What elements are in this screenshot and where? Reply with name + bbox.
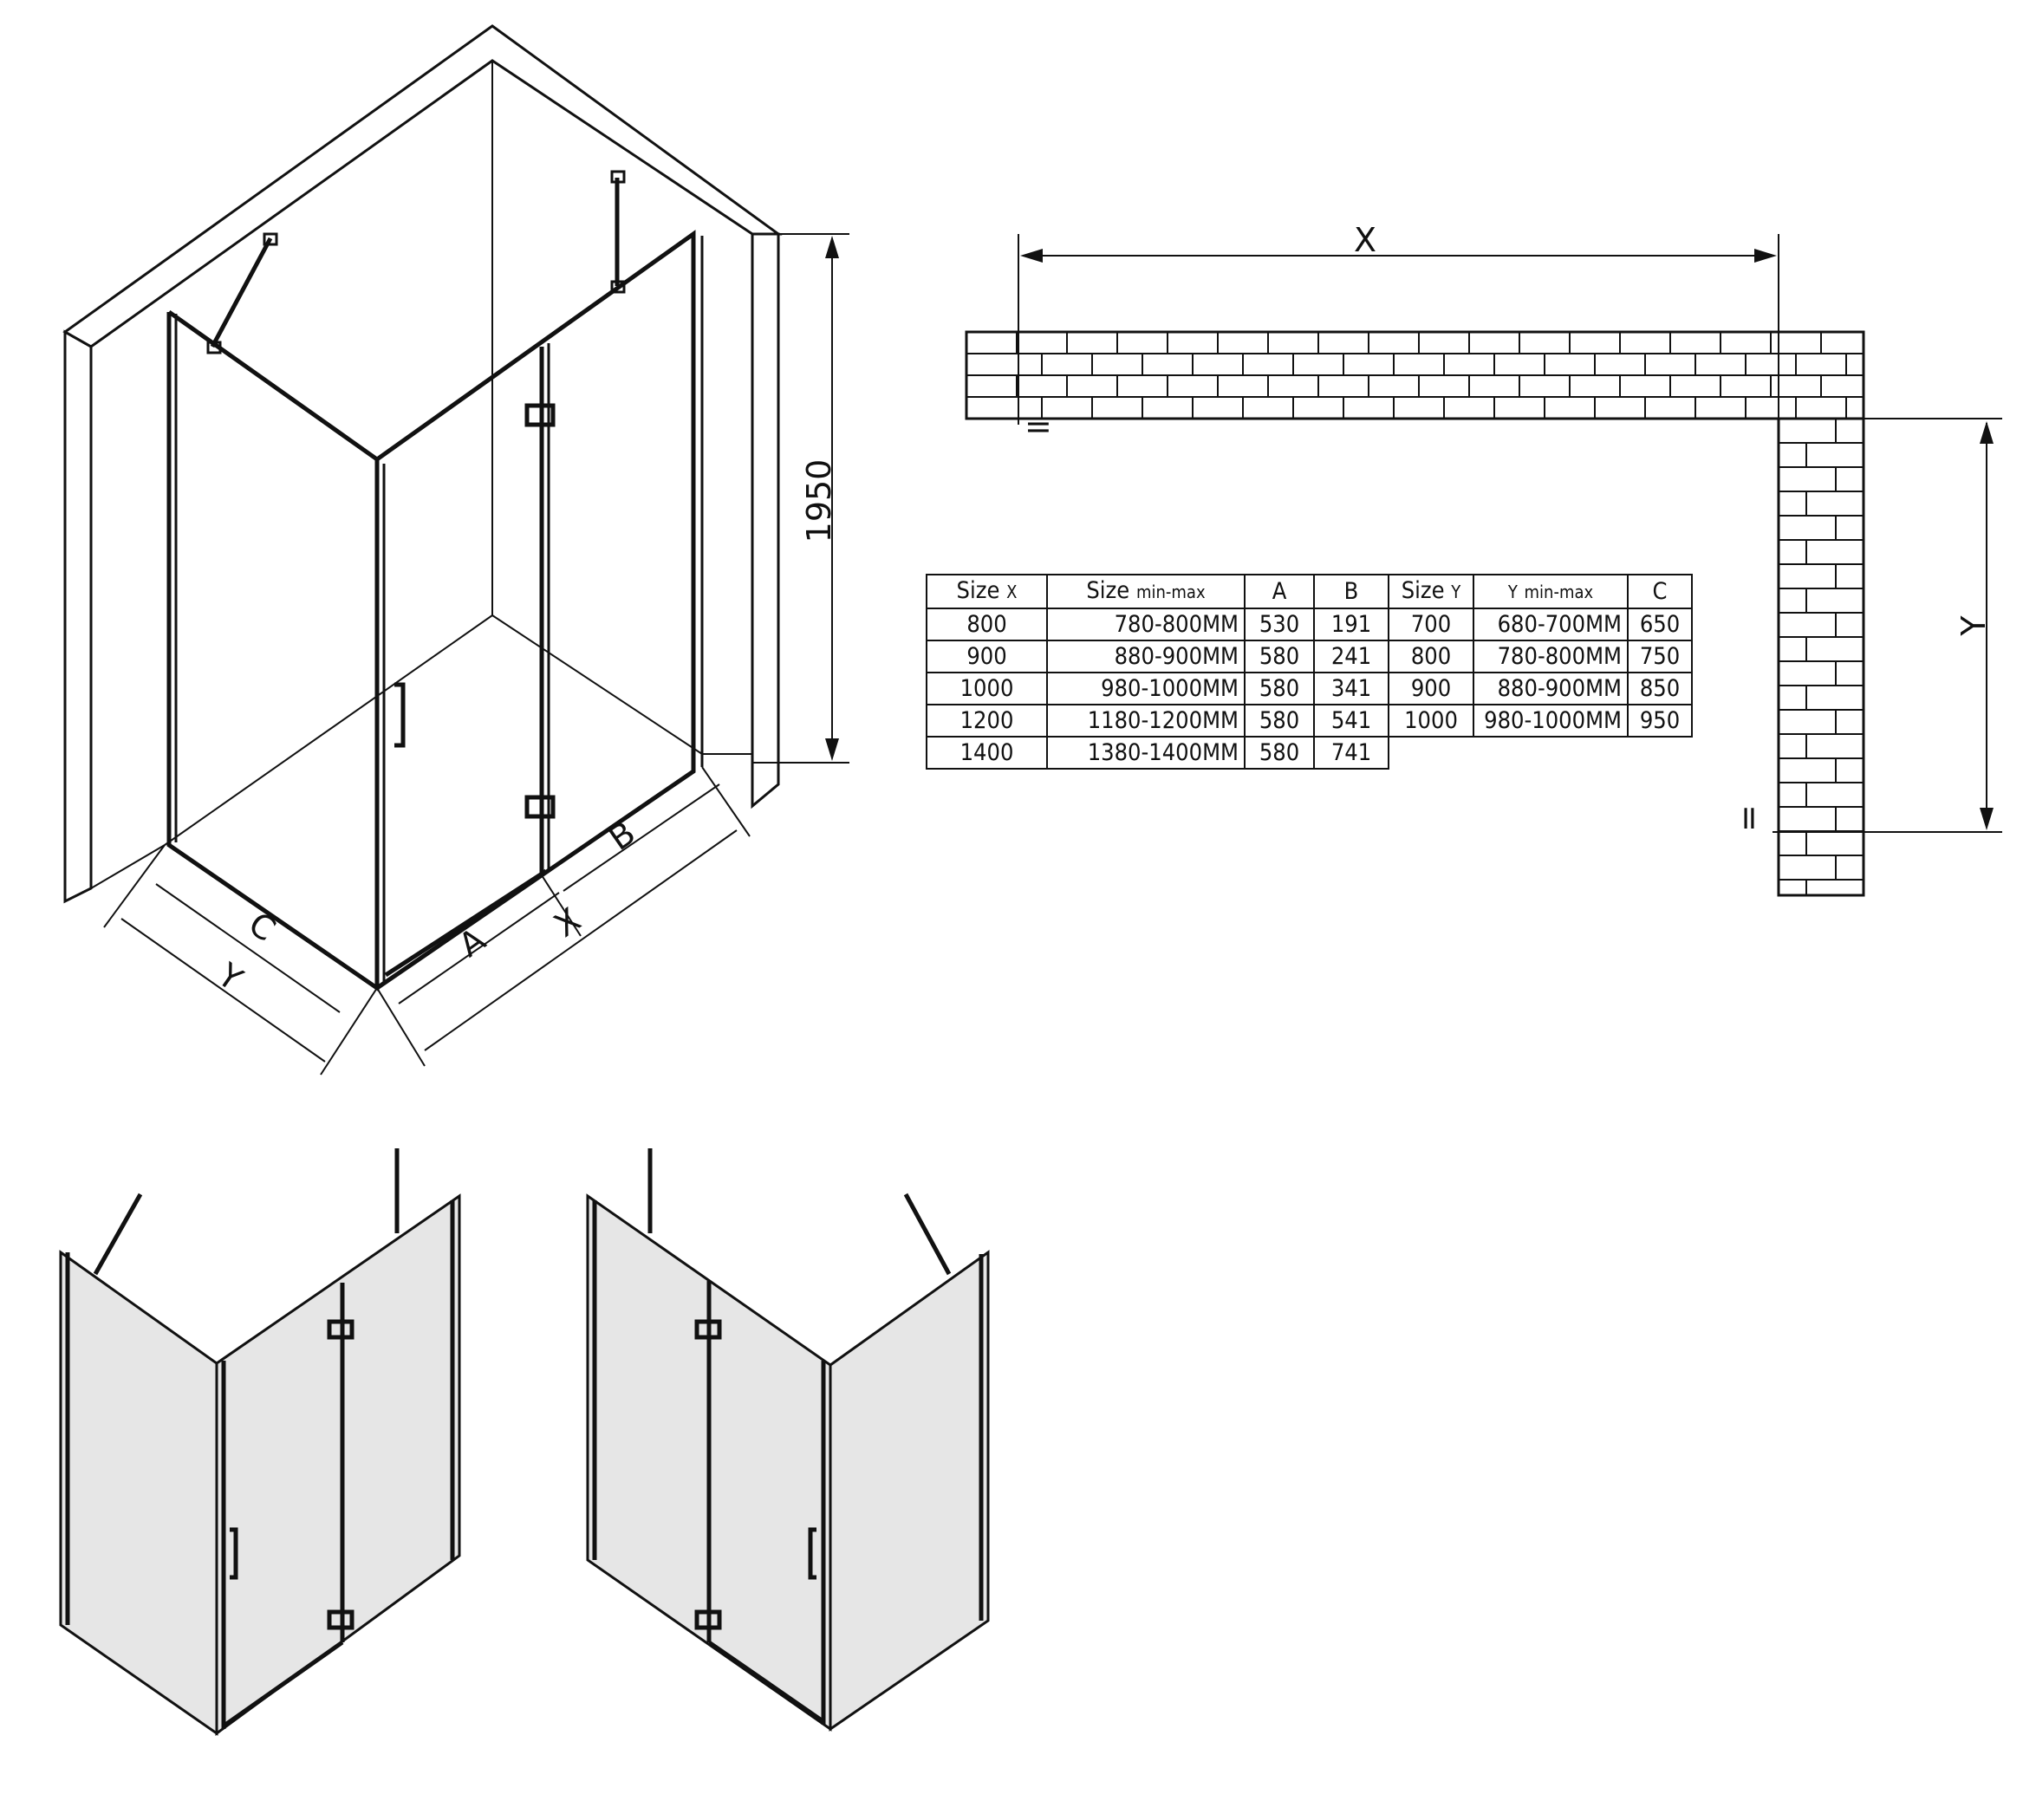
- table-cell: 580: [1244, 672, 1315, 705]
- table-cell: 580: [1244, 704, 1315, 738]
- table-cell: 980-1000MM: [1046, 672, 1246, 705]
- plan-view: X = Y =: [965, 221, 2002, 897]
- table-cell: 580: [1244, 736, 1315, 770]
- table-cell: 1000: [926, 672, 1048, 705]
- dim-line-c: [155, 883, 341, 1013]
- table-cell: 541: [1313, 704, 1389, 738]
- size-table: Size X Size min-max A B Size Y Y min-max…: [926, 574, 1693, 770]
- table-cell: 580: [1244, 640, 1315, 673]
- table-cell: 680-700MM: [1473, 608, 1629, 641]
- table-cell: 341: [1313, 672, 1389, 705]
- side-panel: [166, 309, 380, 992]
- table-cell: 1400: [926, 736, 1048, 770]
- plan-dim-label-y: Y: [1955, 615, 1993, 637]
- left-view-handle: [230, 1527, 238, 1580]
- table-cell: 950: [1627, 704, 1693, 738]
- height-label: 1950: [800, 459, 838, 543]
- isometric-view: 1950 Y C X A B: [62, 24, 849, 1076]
- hinge-top: [524, 403, 556, 427]
- plan-dim-label-x: X: [1354, 221, 1376, 259]
- svg-text:=: =: [1025, 407, 1052, 445]
- table-cell: 900: [1388, 672, 1474, 705]
- left-view-stabilizer: [93, 1193, 143, 1276]
- right-wall: [751, 232, 780, 809]
- dim-line-a: [398, 892, 560, 1004]
- dim-label-y: Y: [211, 955, 250, 998]
- table-cell: 800: [1388, 640, 1474, 673]
- right-view-handle: [808, 1527, 816, 1580]
- floor-outline: [164, 614, 703, 846]
- dim-line-b: [563, 783, 720, 892]
- front-panel: [375, 230, 696, 991]
- hinge-bottom: [524, 795, 556, 819]
- svg-text:=: =: [1729, 804, 1767, 832]
- table-cell: 1380-1400MM: [1046, 736, 1246, 770]
- table-cell: 241: [1313, 640, 1389, 673]
- table-cell: 700: [1388, 608, 1474, 641]
- table-cell: 750: [1627, 640, 1693, 673]
- side-stabilizer-bar: [210, 237, 273, 348]
- table-cell: 650: [1627, 608, 1693, 641]
- dim-line-y: [120, 918, 326, 1063]
- table-cell: 191: [1313, 608, 1389, 641]
- table-cell: 530: [1244, 608, 1315, 641]
- dim-label-b: B: [602, 814, 642, 858]
- right-view-stabilizer: [903, 1193, 952, 1276]
- table-cell: 1180-1200MM: [1046, 704, 1246, 738]
- right-brick-wall: [1777, 417, 1865, 897]
- table-cell: 1200: [926, 704, 1048, 738]
- table-cell: 800: [926, 608, 1048, 641]
- door-bottom-seal: [384, 868, 548, 978]
- table-header: Size X Size min-max A B Size Y Y min-max…: [926, 574, 1693, 609]
- table-cell: 1000: [1388, 704, 1474, 738]
- dim-line-x: [424, 829, 738, 1051]
- table-cell: 780-800MM: [1046, 608, 1246, 641]
- table-cell: 850: [1627, 672, 1693, 705]
- left-wall: [63, 329, 93, 904]
- wall-top-back: [62, 24, 783, 348]
- dim-label-x: X: [547, 900, 588, 945]
- table-cell: 980-1000MM: [1473, 704, 1629, 738]
- table-cell: 741: [1313, 736, 1389, 770]
- table-cell: 880-900MM: [1046, 640, 1246, 673]
- table-cell: 780-800MM: [1473, 640, 1629, 673]
- table-cell: 900: [926, 640, 1048, 673]
- dim-label-c: C: [242, 905, 283, 949]
- perspective-view-right: [586, 1148, 990, 1732]
- table-cell: 880-900MM: [1473, 672, 1629, 705]
- perspective-view-left: [59, 1148, 461, 1736]
- door-handle: [394, 682, 406, 748]
